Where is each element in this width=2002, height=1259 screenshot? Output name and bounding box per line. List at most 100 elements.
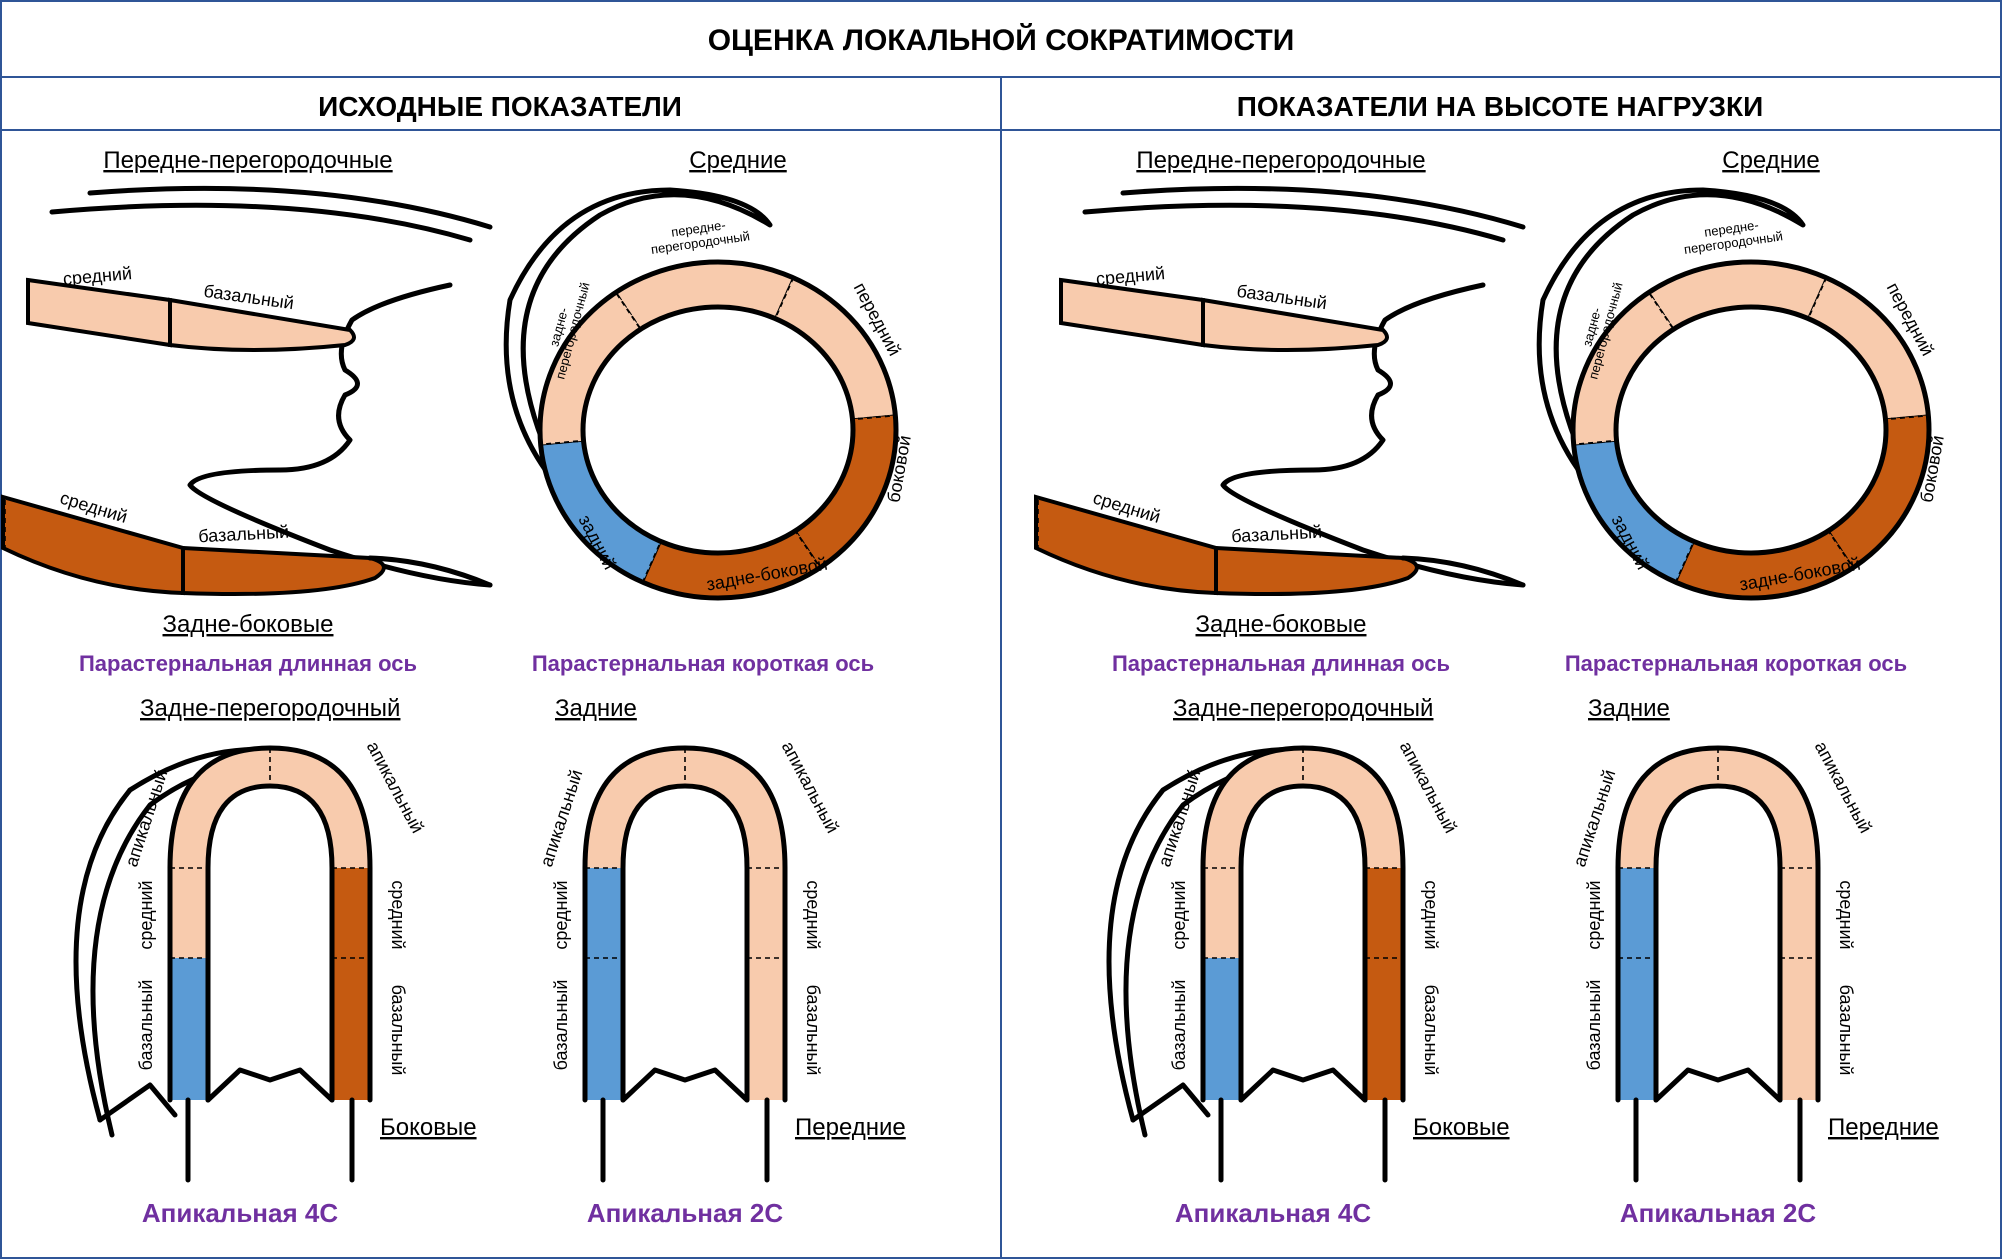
a4c-view-label: Апикальная 4С [1175, 1198, 1371, 1228]
a2c-view-label: Апикальная 2С [1620, 1198, 1816, 1228]
a4c-endocardium [1238, 783, 1368, 1103]
plax-wall-line [367, 555, 493, 588]
a4c-left-seg [170, 868, 208, 958]
a4c-group-bottom-label: Боковые [1413, 1114, 1510, 1141]
psax-rv-outline [1536, 187, 1806, 508]
a2c-endocardium [620, 783, 750, 1103]
a4c-right-seg [1365, 958, 1403, 1100]
psax-endocardium [1613, 304, 1889, 556]
a4c-group-top-label: Задне-перегородочный [1173, 695, 1433, 722]
plax-inferolateral-mid [1, 494, 185, 596]
plax-bottom-group-label: Задне-боковые [163, 611, 334, 638]
panel-heading: ПОКАЗАТЕЛИ НА ВЫСОТЕ НАГРУЗКИ [1237, 91, 1763, 122]
a2c-apex [1618, 748, 1818, 868]
a2c-atrium-wall [1633, 1097, 1803, 1183]
a4c-right-apical-label: апикальный [363, 738, 428, 836]
psax-endocardium [580, 304, 856, 556]
a4c-right-basal-label: базальный [388, 985, 408, 1076]
a4c-left-mid-label: средний [136, 880, 156, 949]
page-title: ОЦЕНКА ЛОКАЛЬНОЙ СОКРАТИМОСТИ [708, 23, 1295, 57]
a4c-ra-outline [73, 747, 273, 1123]
a4c-left-basal-label: базальный [136, 980, 156, 1071]
a2c-right-apical-label: апикальный [778, 738, 843, 836]
plax-top-group-label: Передне-перегородочные [103, 147, 392, 174]
a2c-left-seg [1618, 958, 1656, 1100]
a4c-group-top-label: Задне-перегородочный [140, 695, 400, 722]
a2c-group-bottom-label: Передние [795, 1114, 906, 1141]
a4c-view: Задне-перегородочный апикальный средний баз… [73, 695, 477, 1228]
a4c-left-seg [1203, 868, 1241, 958]
a2c-right-apical-label: апикальный [1811, 738, 1876, 836]
a2c-group-top-label: Задние [1588, 695, 1670, 722]
a4c-right-seg [332, 958, 370, 1100]
psax-epicardium [537, 259, 899, 601]
psax-view: Средниепередне-перегородочныйзадне-перег… [1536, 147, 1948, 676]
psax-view-label: Парастернальная короткая ось [1565, 651, 1907, 676]
plax-anteroseptal-mid [26, 277, 172, 348]
plax-bottom-basal-label: базальный [1231, 522, 1323, 547]
a4c-right-seg [332, 868, 370, 958]
a2c-right-mid-label: средний [803, 880, 823, 949]
a4c-right-seg [1365, 868, 1403, 958]
a2c-endocardium [1653, 783, 1783, 1103]
a4c-endocardium [205, 783, 335, 1103]
a4c-right-mid-label: средний [1421, 880, 1441, 949]
plax-inferolateral-basal [1214, 545, 1419, 596]
plax-wall-line [1400, 555, 1526, 588]
panel-baseline: Передне-перегородочные средний базальный ср… [1, 147, 915, 1228]
a2c-atrium-wall [600, 1097, 770, 1183]
psax-anteroseptal [614, 260, 795, 331]
a4c-right-apical-label: апикальный [1396, 738, 1461, 836]
a2c-epicardium [582, 745, 788, 1103]
a2c-epicardium [1615, 745, 1821, 1103]
plax-aorta-wall [1120, 185, 1526, 230]
plax-top-group-label: Передне-перегородочные [1136, 147, 1425, 174]
plax-top-mid-label: средний [62, 263, 133, 289]
panel-stress: Передне-перегородочные средний базальный ср… [1034, 147, 1948, 1228]
a4c-apex [1203, 748, 1403, 868]
a2c-left-basal-label: базальный [551, 980, 571, 1071]
a2c-left-seg [1618, 868, 1656, 958]
a4c-left-mid-label: средний [1169, 880, 1189, 949]
a4c-ra-outline [1106, 747, 1306, 1123]
psax-anteroseptal-label: передне-перегородочный [1681, 214, 1784, 257]
a2c-view-label: Апикальная 2С [587, 1198, 783, 1228]
a2c-apex [585, 748, 785, 868]
a2c-group-top-label: Задние [555, 695, 637, 722]
a4c-base-outline [1238, 1067, 1368, 1103]
a4c-valve-outline [97, 1082, 178, 1123]
psax-anteroseptal [1647, 260, 1828, 331]
a2c-group-bottom-label: Передние [1828, 1114, 1939, 1141]
plax-inferolateral-mid [1034, 494, 1218, 596]
plax-aorta-wall [87, 185, 493, 230]
a2c-left-seg [585, 958, 623, 1100]
a2c-right-seg [747, 958, 785, 1100]
a4c-group-bottom-label: Боковые [380, 1114, 477, 1141]
plax-aorta-wall [1082, 202, 1506, 243]
a4c-left-seg [170, 958, 208, 1100]
psax-epicardium [1570, 259, 1932, 601]
a2c-right-seg [747, 868, 785, 958]
a4c-view: Задне-перегородочный апикальный средний баз… [1106, 695, 1510, 1228]
a4c-right-basal-label: базальный [1421, 985, 1441, 1076]
a2c-left-seg [585, 868, 623, 958]
psax-view: Средниепередне-перегородочныйзадне-перег… [503, 147, 915, 676]
plax-view-label: Парастернальная длинная ось [79, 651, 417, 676]
psax-view-label: Парастернальная короткая ось [532, 651, 874, 676]
plax-anteroseptal-basal [1201, 297, 1389, 352]
a4c-left-basal-label: базальный [1169, 980, 1189, 1071]
a2c-right-seg [1780, 958, 1818, 1100]
plax-bottom-basal-label: базальный [198, 522, 290, 547]
a4c-base-outline [205, 1067, 335, 1103]
a2c-left-apical-label: апикальный [536, 767, 586, 869]
a2c-right-mid-label: средний [1836, 880, 1856, 949]
psax-anteroseptal-label: передне-перегородочный [648, 214, 751, 257]
a4c-valve-outline [1130, 1082, 1211, 1123]
a2c-right-basal-label: базальный [803, 985, 823, 1076]
a4c-view-label: Апикальная 4С [142, 1198, 338, 1228]
a4c-epicardium [1200, 745, 1406, 1103]
a2c-view: Задниеапикальныйсреднийбазальныйапикальн… [1569, 695, 1939, 1228]
panel-heading: ИСХОДНЫЕ ПОКАЗАТЕЛИ [318, 91, 682, 122]
psax-rv-outline [503, 187, 773, 508]
